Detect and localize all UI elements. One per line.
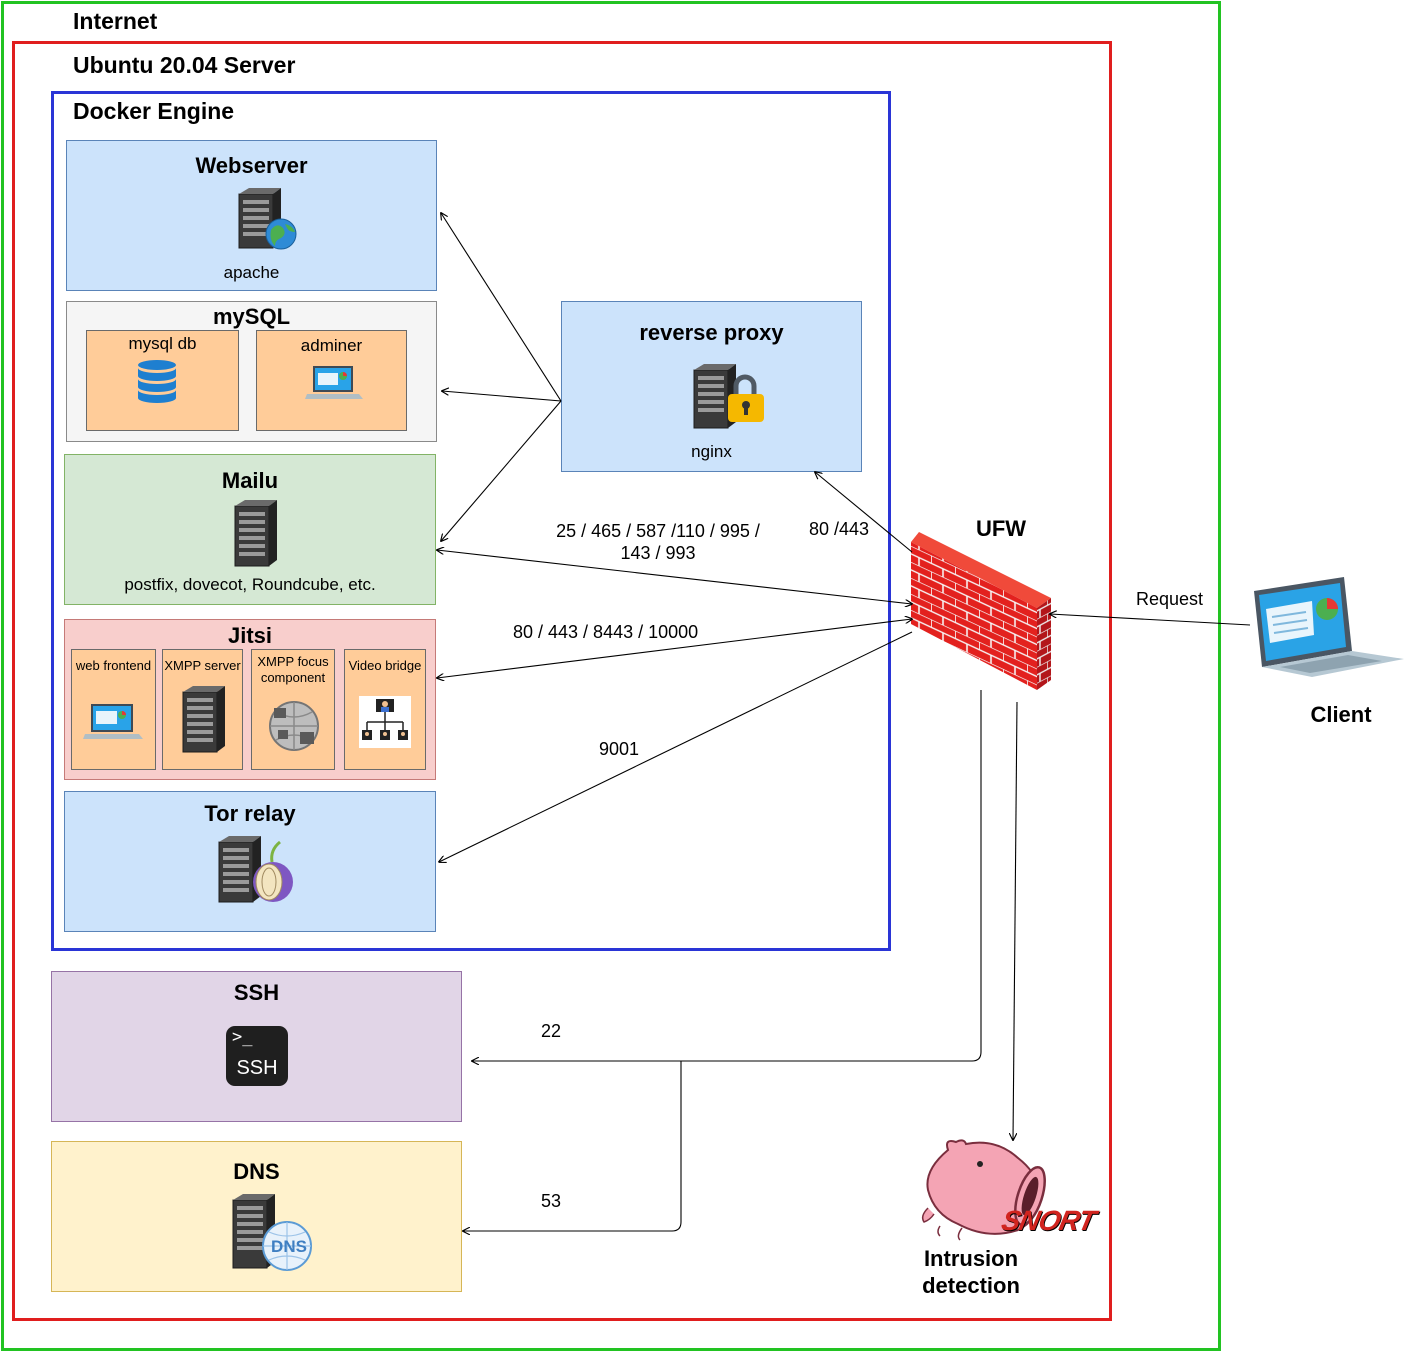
ufw-to-tor-edge [439, 631, 913, 862]
ufw-to-proxy-edge [815, 472, 913, 553]
video-bridge-icon [359, 696, 411, 748]
docker-engine-boundary [51, 91, 891, 951]
jitsi-video-bridge-label: Video bridge [348, 658, 422, 673]
internet-boundary [1, 1, 1221, 1351]
ssh-terminal-icon: >_ SSH [226, 1026, 288, 1086]
adminer-label: adminer [300, 336, 363, 355]
ssh-box[interactable]: SSH >_ SSH [51, 971, 462, 1122]
mail-ports-line2: 143 / 993 [620, 543, 696, 563]
snort-pig-icon [921, 1139, 1046, 1241]
tor-relay-box[interactable]: Tor relay [64, 791, 436, 932]
mysql-db-label: mysql db [128, 334, 197, 353]
jitsi-ports-label: 80 / 443 / 8443 / 10000 [513, 622, 699, 642]
server-lock-icon [693, 364, 764, 429]
mail-ports-label: 25 / 465 / 587 /110 / 995 / 143 / 993 [520, 520, 796, 564]
proxy-to-mysql-edge [442, 391, 562, 402]
webserver-title: Webserver [195, 153, 308, 178]
server-dns-icon [232, 1194, 312, 1271]
ssh-prompt-text: >_ [232, 1027, 253, 1047]
docker-engine-label: Docker Engine [73, 98, 235, 124]
ssh-port-label: 22 [541, 1021, 562, 1041]
jitsi-title: Jitsi [227, 623, 273, 648]
client-to-ufw-edge [1050, 614, 1251, 626]
mail-ports-line1: 25 / 465 / 587 /110 / 995 / [556, 521, 760, 541]
mysql-db-box[interactable]: mysql db [86, 330, 239, 431]
dns-box[interactable]: DNS DNS [51, 1141, 462, 1292]
ubuntu-server-label: Ubuntu 20.04 Server [73, 52, 296, 78]
jitsi-xmpp-focus-label: XMPP focus component [257, 654, 329, 685]
server-globe-icon [238, 188, 297, 250]
mailu-subtitle: postfix, dovecot, Roundcube, etc. [124, 575, 376, 594]
firewall-brick-icon [911, 532, 1051, 690]
client-label: Client [1310, 702, 1372, 727]
dns-port-label: 53 [541, 1191, 562, 1211]
proxy-to-mailu-edge [441, 400, 562, 541]
ufw-mailu-edge [437, 550, 912, 604]
mailu-title: Mailu [221, 468, 279, 493]
mailu-box[interactable]: Mailu postfix, dovecot, Roundcube, etc. [64, 454, 436, 605]
proxy-ports-label: 80 /443 [809, 519, 870, 539]
laptop-icon [83, 704, 143, 739]
ufw-label: UFW [975, 516, 1027, 541]
webserver-subtitle: apache [223, 263, 280, 282]
jitsi-xmpp-server-label: XMPP server [164, 658, 241, 673]
jitsi-xmpp-server-box[interactable]: XMPP server [162, 649, 243, 770]
adminer-box[interactable]: adminer [256, 330, 407, 431]
proxy-to-webserver-edge [441, 213, 562, 402]
client-laptop-icon [1254, 577, 1404, 677]
tor-relay-title: Tor relay [204, 801, 296, 826]
intrusion-detection-label: Intrusion detection [922, 1246, 1020, 1298]
tor-port-label: 9001 [599, 739, 640, 759]
network-globe-icon [269, 701, 319, 751]
mysql-title: mySQL [212, 304, 291, 329]
internet-label: Internet [73, 8, 158, 34]
jitsi-web-frontend-label: web frontend [75, 658, 152, 673]
dns-title: DNS [233, 1159, 280, 1184]
dns-icon-text: DNS [271, 1237, 307, 1256]
ufw-to-snort-edge [1013, 701, 1018, 1140]
database-icon [138, 360, 176, 403]
server-icon [234, 500, 277, 567]
ufw-to-ssh-edge [472, 690, 982, 1061]
request-label: Request [1136, 589, 1204, 609]
jitsi-xmpp-focus-box[interactable]: XMPP focus component [251, 649, 335, 770]
reverse-proxy-title: reverse proxy [639, 320, 784, 345]
reverse-proxy-box[interactable]: reverse proxy nginx [561, 301, 862, 472]
reverse-proxy-subtitle: nginx [691, 442, 732, 461]
server-onion-icon [218, 836, 293, 903]
ufw-to-dns-edge [463, 1061, 682, 1231]
webserver-box[interactable]: Webserver apache [66, 140, 437, 291]
ufw-jitsi-edge [437, 619, 912, 678]
ssh-icon-text: SSH [236, 1057, 278, 1079]
ubuntu-server-boundary [12, 41, 1112, 1321]
jitsi-video-bridge-box[interactable]: Video bridge [344, 649, 426, 770]
jitsi-web-frontend-box[interactable]: web frontend [71, 649, 156, 770]
server-icon [182, 686, 225, 753]
laptop-icon [305, 366, 363, 399]
ssh-title: SSH [233, 980, 280, 1005]
